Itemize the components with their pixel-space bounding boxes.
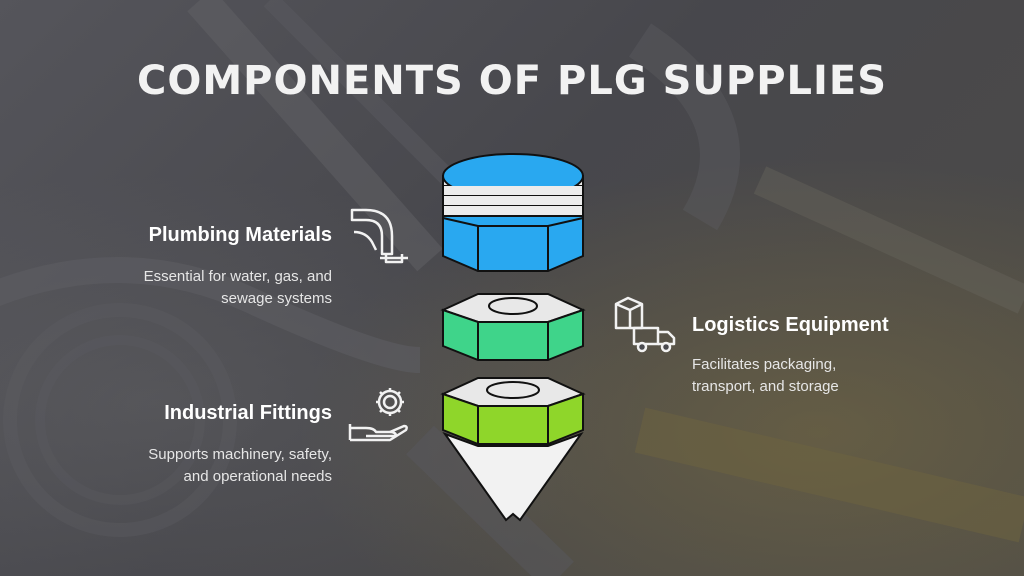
- logistics-equipment-description: Facilitates packaging, transport, and st…: [692, 354, 992, 398]
- logistics-equipment-description-line1: Facilitates packaging,: [692, 356, 837, 373]
- stack-diagram: [440, 153, 586, 522]
- industrial-fittings-description: Supports machinery, safety, and operatio…: [40, 444, 332, 488]
- industrial-fittings-description-line2: and operational needs: [183, 468, 332, 485]
- industrial-fittings-description-line1: Supports machinery, safety,: [148, 446, 332, 463]
- gear-hand-icon: [348, 388, 408, 442]
- pipe-icon: [350, 208, 408, 264]
- industrial-fittings-layer: [440, 377, 586, 522]
- plumbing-materials-label: Plumbing Materials: [148, 224, 332, 246]
- plumbing-materials-layer: [442, 153, 584, 272]
- logistics-equipment-layer: [440, 293, 586, 361]
- plumbing-materials-description-line2: sewage systems: [221, 290, 332, 307]
- plumbing-materials-description: Essential for water, gas, and sewage sys…: [40, 266, 332, 310]
- box-truck-icon: [614, 296, 676, 353]
- page-title: COMPONENTS OF PLG SUPPLIES: [136, 58, 888, 104]
- logistics-equipment-label: Logistics Equipment: [692, 314, 889, 336]
- plumbing-materials-description-line1: Essential for water, gas, and: [143, 268, 332, 285]
- logistics-equipment-description-line2: transport, and storage: [692, 378, 839, 395]
- industrial-fittings-label: Industrial Fittings: [164, 402, 332, 424]
